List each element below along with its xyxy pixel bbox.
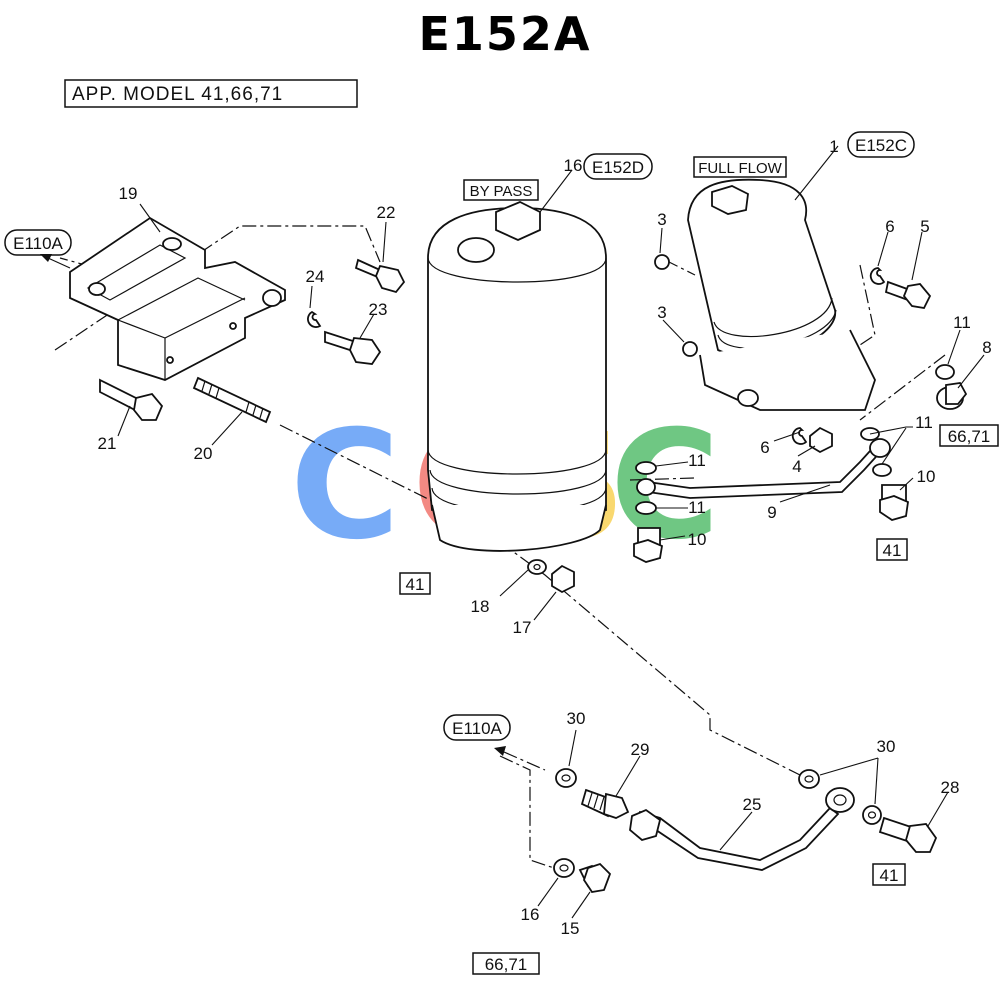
part-number-6b: 6	[760, 438, 769, 457]
applicable-model-box	[64, 79, 358, 108]
washer-11d	[935, 364, 955, 380]
ref-e152d[interactable]: E152D	[583, 153, 653, 180]
washer-18	[527, 559, 547, 575]
model-box-41-left-label: 41	[406, 575, 425, 594]
part-number-16b: 16	[521, 905, 540, 924]
o-ring-3a	[654, 254, 670, 270]
bracket	[69, 216, 286, 381]
washer-30b	[798, 769, 820, 789]
pipe-9	[636, 438, 891, 499]
model-box-6671-bottom: 66,71	[472, 952, 540, 975]
bolt-22	[354, 258, 406, 294]
part-number-21: 21	[98, 434, 117, 453]
ref-e152c-label: E152C	[855, 136, 907, 155]
part-number-19: 19	[119, 184, 138, 203]
part-number-5: 5	[920, 217, 929, 236]
model-box-41-bottom-label: 41	[880, 866, 899, 885]
leader-lines	[117, 145, 985, 919]
tag-full-flow: FULL FLOW	[693, 156, 787, 178]
bolt-10-left	[633, 527, 664, 563]
washer-6a	[869, 267, 886, 285]
o-ring-3b	[682, 341, 698, 357]
part-number-3a: 3	[657, 210, 666, 229]
applicable-model-text: APP. MODEL 41,66,71	[72, 84, 283, 105]
tag-by-pass-label: BY PASS	[470, 183, 533, 200]
part-number-1: 1	[829, 137, 838, 156]
plug-8	[936, 382, 968, 410]
part-number-11b: 11	[688, 498, 706, 517]
part-number-30a: 30	[567, 709, 586, 728]
tag-by-pass: BY PASS	[463, 179, 539, 201]
model-box-41-right-label: 41	[883, 541, 902, 560]
model-box-41-bottom: 41	[872, 863, 906, 886]
part-number-8: 8	[982, 338, 991, 357]
part-number-15: 15	[561, 919, 580, 938]
bolt-23	[324, 330, 382, 365]
model-box-41-left: 41	[399, 572, 431, 595]
bolt-10-right	[879, 484, 909, 521]
stud-20	[192, 376, 272, 424]
part-number-6a: 6	[885, 217, 894, 236]
nut-17	[551, 564, 575, 594]
part-number-18: 18	[471, 597, 490, 616]
bolt-5	[884, 280, 932, 309]
ref-e110a-bottom-label: E110A	[452, 719, 502, 738]
ref-e110a-bottom[interactable]: E110A	[443, 714, 511, 741]
part-number-16a: 16	[564, 156, 583, 175]
part-number-25: 25	[743, 795, 762, 814]
part-number-30b: 30	[877, 737, 896, 756]
part-number-11d: 11	[953, 313, 971, 332]
ref-e110a-top[interactable]: E110A	[4, 229, 72, 256]
model-box-41-right: 41	[876, 538, 908, 561]
pipe-25	[629, 787, 855, 871]
part-number-17: 17	[513, 618, 532, 637]
washer-24	[307, 310, 322, 328]
ref-e110a-top-label: E110A	[13, 234, 63, 253]
part-number-10b: 10	[917, 467, 936, 486]
arrow-e110a-top	[40, 254, 71, 269]
bolt-21	[99, 378, 164, 421]
model-box-6671-right: 66,71	[939, 424, 999, 447]
part-number-4: 4	[792, 457, 801, 476]
washer-30c	[862, 805, 882, 825]
watermark-letter-c1: C	[290, 399, 400, 573]
part-number-11c: 11	[915, 413, 933, 432]
washer-6b	[791, 427, 808, 445]
part-number-22: 22	[377, 203, 396, 222]
washers-11-left	[635, 461, 657, 515]
part-number-23: 23	[369, 300, 388, 319]
full-flow-filter	[687, 178, 876, 411]
part-number-9: 9	[767, 503, 776, 522]
model-box-6671-bottom-label: 66,71	[485, 955, 528, 974]
part-number-11a: 11	[688, 451, 706, 470]
bypass-filter	[427, 201, 607, 552]
part-number-28: 28	[941, 778, 960, 797]
tag-full-flow-label: FULL FLOW	[698, 160, 782, 177]
washer-30a	[555, 768, 577, 788]
part-number-10a: 10	[688, 530, 707, 549]
arrow-e110a-bottom	[494, 746, 546, 771]
part-number-24: 24	[306, 267, 325, 286]
ref-e152c[interactable]: E152C	[847, 131, 915, 158]
ref-e152d-label: E152D	[592, 158, 644, 177]
union-29	[580, 788, 630, 819]
part-numbers: 1 3 3 4 5 6 6 8 9 10 10 11 11 11 11 15 1…	[98, 137, 992, 938]
part-number-3b: 3	[657, 303, 666, 322]
nut-4	[809, 426, 833, 454]
model-box-6671-right-label: 66,71	[948, 427, 991, 446]
page-title: E152A	[418, 7, 591, 61]
plug-15	[578, 862, 612, 893]
washer-16-lower	[553, 858, 575, 878]
part-number-29: 29	[631, 740, 650, 759]
part-number-20: 20	[194, 444, 213, 463]
bolt-28	[878, 816, 938, 853]
